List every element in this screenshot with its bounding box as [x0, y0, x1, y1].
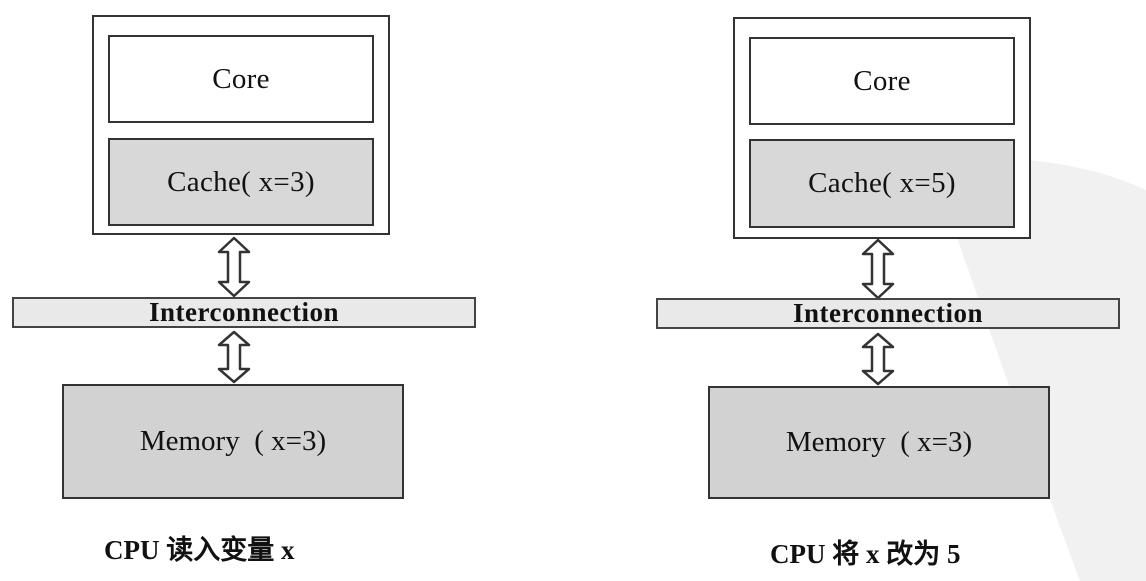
interconnection-bus: Interconnection — [656, 298, 1120, 329]
core-box: Core — [108, 35, 374, 123]
cache-label: Cache( x=5) — [808, 167, 956, 199]
double-arrow-icon — [861, 238, 895, 300]
panel-caption: CPU 将 x 改为 5 — [770, 539, 961, 569]
double-arrow-icon — [217, 330, 251, 384]
double-arrow-icon — [217, 236, 251, 298]
memory-box: Memory ( x=3) — [708, 386, 1050, 499]
memory-box: Memory ( x=3) — [62, 384, 404, 499]
cache-box: Cache( x=3) — [108, 138, 374, 226]
double-arrow-icon — [861, 332, 895, 386]
memory-label: Memory ( x=3) — [785, 426, 973, 458]
core-box: Core — [749, 37, 1015, 125]
interconnection-bus: Interconnection — [12, 297, 476, 328]
panel-caption: CPU 读入变量 x — [104, 535, 295, 565]
interconnection-label: Interconnection — [793, 298, 983, 328]
core-label: Core — [853, 64, 911, 97]
panel-read: Core Cache( x=3) Interconnection Memory … — [0, 0, 560, 581]
cache-box: Cache( x=5) — [749, 139, 1015, 228]
interconnection-label: Interconnection — [149, 297, 339, 327]
cache-label: Cache( x=3) — [167, 165, 315, 198]
memory-label: Memory ( x=3) — [139, 425, 327, 457]
panel-write: Core Cache( x=5) Interconnection Memory … — [580, 0, 1140, 581]
core-label: Core — [212, 62, 270, 95]
